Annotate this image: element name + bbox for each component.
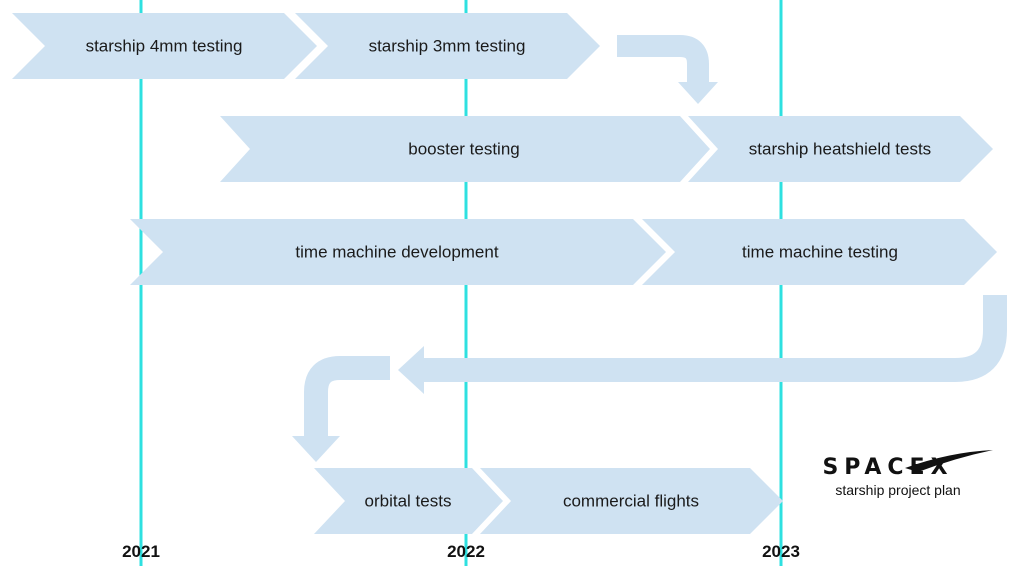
phase-label: time machine testing <box>742 242 898 261</box>
phase-label: starship 4mm testing <box>86 36 243 55</box>
phase-starship-3mm-testing <box>295 13 600 79</box>
phase-starship-heatshield-tests <box>688 116 993 182</box>
phase-time-machine-testing <box>642 219 997 285</box>
phase-label: time machine development <box>295 242 498 261</box>
phase-label: commercial flights <box>563 491 699 510</box>
flow-arrow-row1-to-row2 <box>617 35 709 84</box>
flow-arrowhead-down-1 <box>678 82 718 104</box>
flow-arrow-to-bottom-row <box>304 356 390 440</box>
year-label-2021: 2021 <box>122 542 160 561</box>
logo-text: SPACEX <box>822 455 953 480</box>
year-label-2022: 2022 <box>447 542 485 561</box>
phase-orbital-tests <box>314 468 503 534</box>
flow-arrowhead-left <box>398 346 424 394</box>
logo-swoosh <box>905 450 993 472</box>
diagram-subtitle: starship project plan <box>835 482 960 498</box>
flow-arrowhead-down-2 <box>292 436 340 462</box>
spacex-logo: SPACEX <box>822 450 993 480</box>
phase-time-machine-development <box>130 219 666 285</box>
year-label-2023: 2023 <box>762 542 800 561</box>
phase-label: starship heatshield tests <box>749 139 931 158</box>
phase-label: booster testing <box>408 139 520 158</box>
phase-commercial-flights <box>480 468 783 534</box>
flow-arrow-return <box>420 295 1007 382</box>
phase-label: starship 3mm testing <box>369 36 526 55</box>
phase-label: orbital tests <box>365 491 452 510</box>
phase-starship-4mm-testing <box>12 13 317 79</box>
phase-booster-testing <box>220 116 710 182</box>
